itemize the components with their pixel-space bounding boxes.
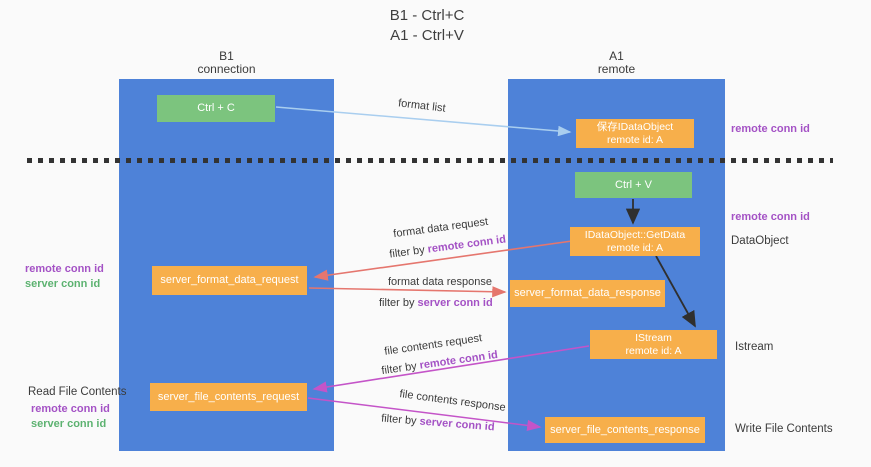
- filter-prefix: filter by: [380, 412, 421, 428]
- diagram-title: B1 - Ctrl+C A1 - Ctrl+V: [0, 6, 854, 46]
- label-dataobject: DataObject: [731, 235, 789, 247]
- title-line-1: B1 - Ctrl+C: [389, 7, 465, 24]
- label-read-file-contents: Read File Contents: [28, 386, 127, 398]
- node-server-file-contents-response-label: server_file_contents_response: [550, 423, 700, 436]
- node-save-idataobject: 保存IDataObject remote id: A: [576, 119, 694, 148]
- edge-label-file-contents-response-filter: filter by server conn id: [381, 413, 495, 434]
- label-remote-conn-id-left-top: remote conn id: [25, 263, 104, 275]
- left-column-role: connection: [197, 62, 256, 76]
- edge-label-format-list: format list: [397, 97, 447, 115]
- arrow-format-data-response: [308, 286, 507, 298]
- label-server-conn-id-left-bottom: server conn id: [31, 418, 107, 430]
- node-server-format-data-request-label: server_format_data_request: [160, 274, 299, 286]
- filter-key-server-conn-id: server conn id: [419, 415, 496, 434]
- left-column-header: B1 connection: [119, 50, 334, 76]
- right-column-name: A1: [609, 49, 624, 63]
- label-server-conn-id-left-top: server conn id: [25, 278, 101, 290]
- node-server-file-contents-response: server_file_contents_response: [545, 417, 705, 443]
- node-ctrl-c: Ctrl + C: [157, 95, 275, 122]
- edge-label-format-data-response: format data response: [388, 276, 492, 288]
- label-write-file-contents: Write File Contents: [735, 423, 833, 435]
- edge-label-format-data-response-filter: filter by server conn id: [379, 297, 493, 309]
- label-istream: Istream: [735, 341, 774, 353]
- filter-prefix: filter by: [388, 243, 429, 261]
- node-istream-line1: IStream: [635, 331, 672, 344]
- node-istream: IStream remote id: A: [590, 330, 717, 359]
- node-istream-line2: remote id: A: [625, 344, 682, 357]
- filter-prefix: filter by: [380, 359, 421, 378]
- right-column-header: A1 remote: [508, 50, 725, 76]
- node-ctrl-c-label: Ctrl + C: [197, 102, 235, 114]
- node-ctrl-v-label: Ctrl + V: [615, 178, 652, 191]
- label-remote-conn-id-left-bottom: remote conn id: [31, 403, 110, 415]
- node-idataobject-getdata-line1: IDataObject::GetData: [584, 228, 686, 241]
- node-server-file-contents-request-label: server_file_contents_request: [157, 390, 300, 403]
- left-column-name: B1: [219, 49, 234, 63]
- label-remote-conn-id-right-top: remote conn id: [731, 123, 810, 135]
- dashed-divider: [27, 158, 833, 163]
- node-server-format-data-response: server_format_data_response: [510, 280, 665, 307]
- filter-key-remote-conn-id: remote conn id: [418, 348, 499, 372]
- right-column-role: remote: [597, 62, 636, 76]
- node-save-idataobject-line2: remote id: A: [606, 133, 664, 146]
- node-server-format-data-response-label: server_format_data_response: [514, 287, 661, 299]
- filter-key-remote-conn-id: remote conn id: [426, 233, 507, 256]
- node-server-file-contents-request: server_file_contents_request: [150, 383, 307, 411]
- filter-prefix: filter by: [379, 297, 418, 309]
- node-save-idataobject-line1: 保存IDataObject: [596, 120, 674, 133]
- title-line-2: A1 - Ctrl+V: [390, 27, 464, 44]
- node-idataobject-getdata-line2: remote id: A: [606, 241, 664, 254]
- filter-key-server-conn-id: server conn id: [417, 297, 493, 309]
- node-server-format-data-request: server_format_data_request: [152, 266, 307, 295]
- node-idataobject-getdata: IDataObject::GetData remote id: A: [570, 227, 700, 256]
- edge-label-file-contents-response: file contents response: [398, 388, 507, 414]
- node-ctrl-v: Ctrl + V: [575, 172, 692, 198]
- label-remote-conn-id-right-mid: remote conn id: [731, 211, 810, 223]
